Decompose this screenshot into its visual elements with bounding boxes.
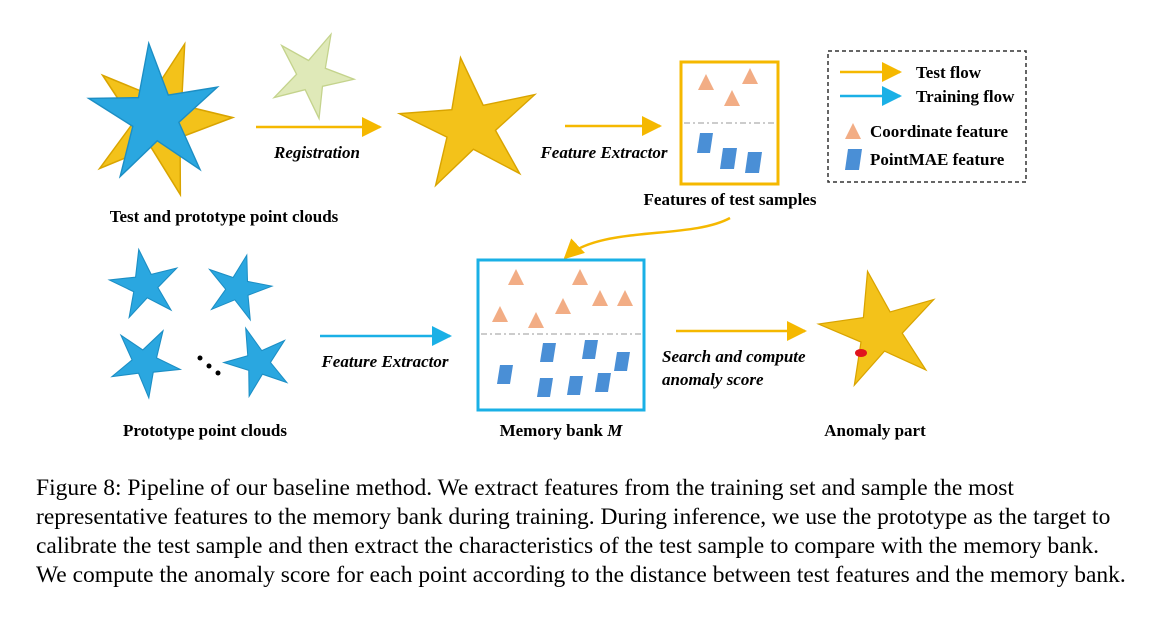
test-starfish (393, 48, 546, 189)
anomaly-region (855, 349, 867, 357)
coord-feature-mark (508, 269, 524, 285)
pointmae-feature-mark (697, 133, 713, 153)
test-proto-clouds-label: Test and prototype point clouds (110, 207, 339, 226)
coord-feature-mark (742, 68, 758, 84)
coord-feature-mark (492, 306, 508, 322)
features-test-label: Features of test samples (644, 190, 817, 209)
coord-feature-mark (528, 312, 544, 328)
coord-feature-mark (572, 269, 588, 285)
legend-pointmae-feature: PointMAE feature (870, 150, 1005, 169)
coord-feature-mark (617, 290, 633, 306)
search-label-line1: Search and compute (662, 347, 806, 366)
coord-feature-mark (724, 90, 740, 106)
legend-training-flow: Training flow (916, 87, 1015, 106)
prototype-clouds-label: Prototype point clouds (123, 421, 287, 440)
pointmae-feature-mark (567, 376, 583, 395)
search-label-line2: anomaly score (662, 370, 764, 389)
pointmae-feature-mark (614, 352, 630, 371)
feature-extractor-bottom-label: Feature Extractor (320, 352, 448, 371)
overlay-starfish (75, 23, 250, 203)
legend-test-flow: Test flow (916, 63, 982, 82)
feature-extractor-top-label: Feature Extractor (539, 143, 667, 162)
legend-coordinate-feature: Coordinate feature (870, 122, 1008, 141)
coord-feature-mark (698, 74, 714, 90)
pointmae-feature-mark (595, 373, 611, 392)
anomaly-part-label: Anomaly part (824, 421, 926, 440)
pointmae-feature-mark (745, 152, 762, 173)
memory-bank-box (476, 258, 646, 412)
registered-starfish (260, 17, 367, 125)
pointmae-feature-mark (720, 148, 737, 169)
test-to-memory-arrow (563, 216, 731, 260)
pointmae-feature-mark (537, 378, 553, 397)
pointmae-feature-mark (540, 343, 556, 362)
pointmae-feature-mark (582, 340, 598, 359)
figure-caption: Figure 8: Pipeline of our baseline metho… (36, 475, 1126, 588)
registration-label: Registration (273, 143, 360, 162)
coord-feature-mark (555, 298, 571, 314)
anomaly-starfish (810, 259, 948, 390)
pointmae-feature-mark (497, 365, 513, 384)
pipeline-diagram: Test and prototype point clouds Registra… (0, 0, 1027, 440)
test-features-box (679, 60, 780, 186)
memory-bank-label: Memory bank M (500, 421, 624, 440)
prototype-starfish-group (101, 244, 299, 405)
coord-feature-mark (592, 290, 608, 306)
legend (827, 50, 1027, 183)
